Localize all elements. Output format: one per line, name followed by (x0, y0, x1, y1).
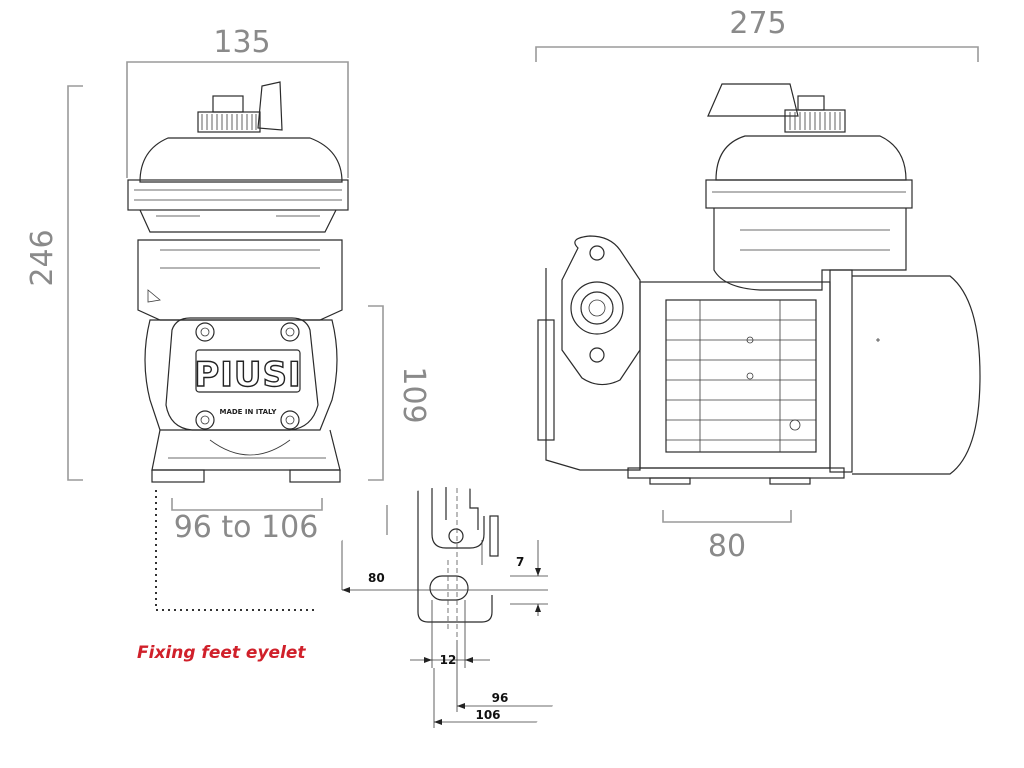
lower-height-label: 109 (396, 366, 431, 423)
front-height-label: 246 (25, 229, 60, 286)
detail-slot-width-label: 12 (440, 653, 457, 667)
side-length-label: 275 (729, 6, 786, 41)
lower-height-dimension: 109 (368, 305, 431, 481)
pump-side-view (537, 83, 981, 485)
foot-span-dimension: 96 to 106 (171, 498, 323, 545)
side-length-dimension: 275 (535, 6, 979, 62)
brand-logo: PIUSI (194, 355, 301, 395)
pump-front-view: PIUSI MADE IN ITALY (127, 81, 349, 483)
detail-outer-span-label: 106 (475, 708, 500, 722)
foot-span-label: 96 to 106 (174, 510, 319, 545)
eyelet-detail: 80 7 12 96 106 (315, 487, 583, 755)
front-width-dimension: 135 (126, 25, 349, 178)
detail-caption: Fixing feet eyelet (137, 643, 306, 663)
detail-leader (155, 490, 318, 611)
front-width-label: 135 (213, 25, 270, 60)
made-in-label: MADE IN ITALY (219, 408, 277, 416)
detail-height-label: 7 (516, 555, 524, 569)
front-height-dimension: 246 (25, 85, 83, 481)
detail-offset-label: 80 (368, 571, 385, 585)
side-foot-label: 80 (708, 529, 746, 564)
detail-inner-span-label: 96 (492, 691, 509, 705)
side-foot-dimension: 80 (662, 510, 792, 564)
